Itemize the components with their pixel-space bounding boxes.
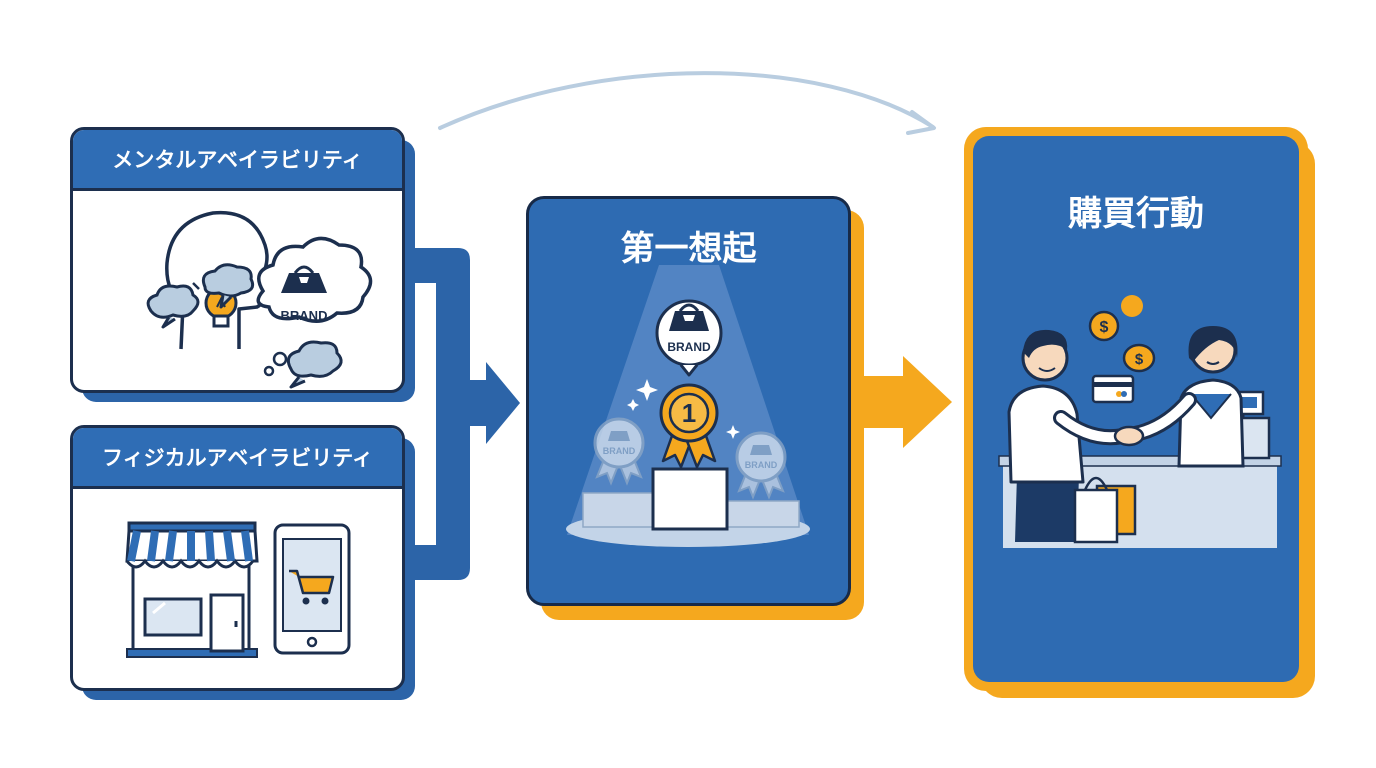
mental-availability-card: メンタルアベイラビリティ: [70, 127, 405, 393]
purchase-panel-inner: $ $: [973, 136, 1299, 682]
physical-availability-card: フィジカルアベイラビリティ: [70, 425, 405, 691]
recall-title: 第一想起: [620, 229, 757, 269]
side-medal-left-text: BRAND: [603, 446, 636, 456]
coin-icon: $: [1088, 310, 1120, 342]
side-brand-medal-icon: BRAND: [593, 417, 645, 486]
mental-card-title: メンタルアベイラビリティ: [112, 148, 363, 172]
podium-first-place: [651, 467, 729, 531]
thought-bubble-icon: [286, 340, 343, 389]
brand-cloud-icon: BRAND: [256, 236, 373, 323]
shopping-bag-icon: [1073, 476, 1137, 544]
side-brand-medal-icon: BRAND: [735, 431, 787, 500]
mental-illustration: BRAND: [146, 210, 373, 389]
store-icon: [125, 521, 259, 658]
sparkle-icon: [726, 425, 740, 439]
first-place-medal-icon: 1: [659, 383, 719, 469]
coin-icon: [1121, 295, 1143, 317]
smartphone-icon: [273, 523, 351, 655]
side-medal-right-text: BRAND: [745, 460, 778, 470]
customer-figure: [1007, 329, 1131, 542]
coin-icon: $: [1122, 343, 1156, 373]
rank-number: 1: [682, 398, 696, 428]
purchase-behavior-panel: $ $: [964, 127, 1308, 691]
physical-card-title: フィジカルアベイラビリティ: [102, 446, 373, 470]
sparkle-icon: [627, 399, 639, 411]
purchase-title: 購買行動: [1068, 194, 1204, 234]
brand-pin-text: BRAND: [667, 340, 711, 354]
credit-card-icon: [1091, 374, 1135, 404]
coin-symbol-2: $: [1135, 351, 1144, 368]
coin-symbol: $: [1100, 319, 1109, 336]
purchase-illustration: $ $: [998, 295, 1282, 548]
physical-card-header: フィジカルアベイラビリティ: [73, 428, 402, 489]
first-recall-panel: BRAND BRAND BRAND 1 第: [526, 196, 851, 606]
handshake-icon: [1113, 425, 1145, 447]
brand-pin-icon: BRAND: [655, 299, 723, 377]
brand-cloud-text: BRAND: [281, 308, 328, 323]
spotlight-illustration: BRAND BRAND BRAND 1: [566, 265, 810, 547]
mental-card-header: メンタルアベイラビリティ: [73, 130, 402, 191]
physical-illustration: [125, 521, 351, 658]
thought-bubble-icon: [146, 284, 200, 329]
clerk-figure: [1127, 326, 1245, 468]
thought-bubble-icon: [201, 263, 255, 309]
shopping-cart-icon: [289, 569, 335, 605]
sparkle-icon: [636, 379, 658, 401]
